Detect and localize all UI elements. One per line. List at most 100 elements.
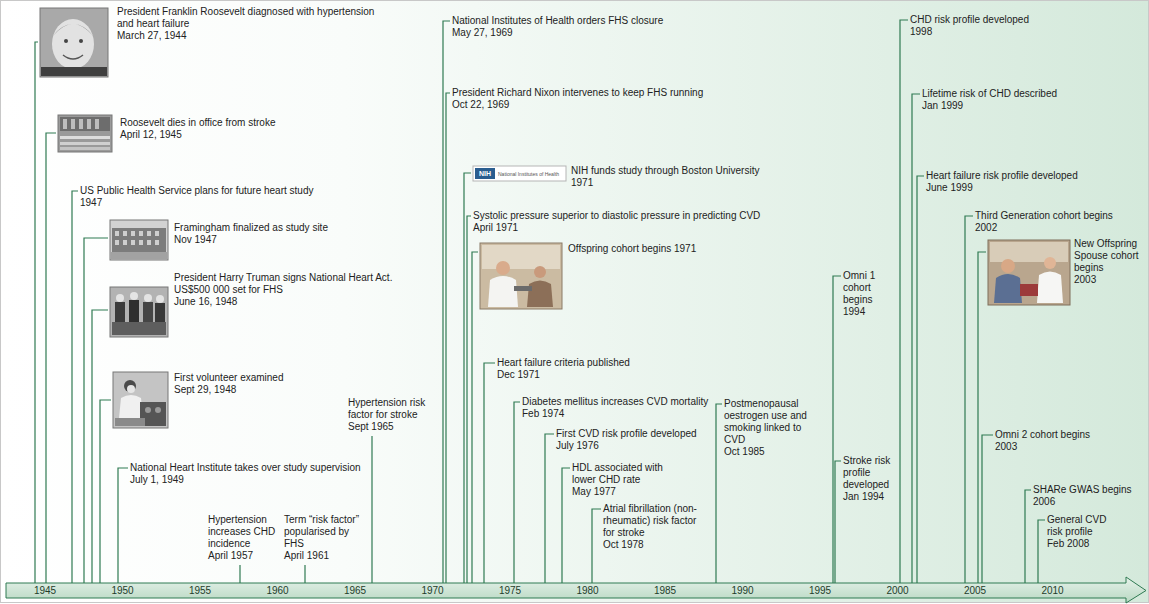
leader-line — [46, 133, 56, 583]
leader-line — [239, 565, 240, 583]
event-date: July 1976 — [556, 440, 706, 452]
event-date: July 1, 1949 — [130, 474, 370, 486]
leader-line — [100, 400, 111, 583]
event-entry: SHARe GWAS begins2006 — [1033, 484, 1143, 508]
leader-line — [1038, 520, 1045, 583]
event-entry: President Franklin Roosevelt diagnosed w… — [117, 6, 387, 42]
event-date: April 1957 — [208, 550, 278, 562]
event-text: General CVD risk profile — [1047, 514, 1119, 538]
leader-line — [965, 216, 973, 583]
event-entry: National Heart Institute takes over stud… — [130, 462, 370, 486]
signing-photo — [110, 287, 168, 337]
event-date: 1947 — [80, 197, 400, 209]
event-date: March 27, 1944 — [117, 30, 387, 42]
event-date: April 1961 — [284, 550, 364, 562]
event-entry: First CVD risk profile developedJuly 197… — [556, 428, 706, 452]
event-text: Offspring cohort begins 1971 — [568, 243, 768, 255]
nih-logo — [473, 166, 566, 181]
event-text: Hypertension increases CHD incidence — [208, 514, 278, 550]
event-date: Feb 2008 — [1047, 538, 1119, 550]
year-label: 1950 — [103, 584, 143, 597]
event-text: President Richard Nixon intervenes to ke… — [452, 87, 772, 99]
event-text: President Franklin Roosevelt diagnosed w… — [117, 6, 387, 30]
year-label: 2005 — [955, 584, 995, 597]
event-entry: New Offspring Spouse cohort begins2003 — [1074, 238, 1142, 286]
leader-line — [1025, 490, 1031, 583]
event-entry: HDL associated with lower CHD rateMay 19… — [572, 462, 668, 498]
event-text: National Heart Institute takes over stud… — [130, 462, 370, 474]
leader-line — [912, 94, 920, 583]
event-entry: Omni 2 cohort begins2003 — [995, 429, 1135, 453]
leader-line — [833, 276, 841, 583]
event-date: 2006 — [1033, 496, 1143, 508]
event-entry: First volunteer examinedSept 29, 1948 — [174, 372, 374, 396]
event-entry: Term “risk factor” popularised by FHSApr… — [284, 514, 364, 562]
event-text: Stroke risk profile developed — [843, 455, 893, 491]
event-text: First CVD risk profile developed — [556, 428, 706, 440]
leader-line — [84, 238, 108, 583]
leader-line — [982, 435, 993, 583]
event-date: Nov 1947 — [174, 234, 414, 246]
event-text: President Harry Truman signs National He… — [174, 272, 414, 296]
event-text: Omni 1 cohort begins — [843, 270, 885, 306]
event-date: May 27, 1969 — [452, 27, 752, 39]
building-photo — [110, 220, 168, 260]
leader-line — [592, 509, 601, 583]
event-text: Atrial fibrillation (non-rheumatic) risk… — [603, 503, 707, 539]
event-entry: President Richard Nixon intervenes to ke… — [452, 87, 772, 111]
year-label: 1980 — [568, 584, 608, 597]
event-entry: Framingham finalized as study siteNov 19… — [174, 222, 414, 246]
event-date: 1994 — [843, 306, 885, 318]
event-text: Postmenopausal oestrogen use and smoking… — [724, 398, 822, 446]
event-text: Diabetes mellitus increases CVD mortalit… — [522, 396, 712, 408]
event-entry: Offspring cohort begins 1971 — [568, 243, 768, 255]
event-text: CHD risk profile developed — [910, 14, 1110, 26]
spouse-cohort-photo — [988, 240, 1070, 305]
leader-line — [545, 434, 554, 583]
logo-text: National Institutes of Health — [498, 169, 564, 179]
event-entry: Hypertension risk factor for strokeSept … — [348, 397, 433, 433]
event-date: Feb 1974 — [522, 408, 712, 420]
event-entry: President Harry Truman signs National He… — [174, 272, 414, 308]
event-text: Lifetime risk of CHD described — [922, 88, 1122, 100]
event-entry: US Public Health Service plans for futur… — [80, 185, 400, 209]
year-label: 1985 — [645, 584, 685, 597]
event-date: June 16, 1948 — [174, 296, 414, 308]
leader-line — [900, 20, 908, 583]
leader-line — [443, 21, 450, 583]
event-date: Sept 29, 1948 — [174, 384, 374, 396]
event-text: New Offspring Spouse cohort begins — [1074, 238, 1142, 274]
event-text: Framingham finalized as study site — [174, 222, 414, 234]
year-label: 1965 — [335, 584, 375, 597]
year-label: 1970 — [413, 584, 453, 597]
leader-line — [464, 173, 471, 583]
event-text: SHARe GWAS begins — [1033, 484, 1143, 496]
event-date: Dec 1971 — [497, 369, 697, 381]
roosevelt-photo — [40, 8, 108, 77]
leader-line — [371, 436, 372, 583]
year-label: 1960 — [258, 584, 298, 597]
event-entry: Third Generation cohort begins2002 — [975, 210, 1135, 234]
event-date: Oct 1978 — [603, 539, 707, 551]
event-entry: CHD risk profile developed1998 — [910, 14, 1110, 38]
year-label: 1945 — [25, 584, 65, 597]
event-date: 2002 — [975, 222, 1135, 234]
event-entry: Systolic pressure superior to diastolic … — [473, 210, 823, 234]
leader-line — [446, 93, 450, 583]
leader-line — [917, 176, 924, 583]
event-date: Jan 1994 — [843, 491, 893, 503]
event-text: Omni 2 cohort begins — [995, 429, 1135, 441]
event-entry: Stroke risk profile developedJan 1994 — [843, 455, 893, 503]
leader-line — [514, 402, 520, 583]
event-entry: Roosevelt dies in office from strokeApri… — [120, 117, 360, 141]
event-entry: Postmenopausal oestrogen use and smoking… — [724, 398, 822, 458]
event-text: Heart failure criteria published — [497, 357, 697, 369]
year-label: 2010 — [1033, 584, 1073, 597]
event-text: Term “risk factor” popularised by FHS — [284, 514, 364, 550]
event-date: 1998 — [910, 26, 1110, 38]
event-date: 2003 — [1074, 274, 1142, 286]
leader-line — [72, 191, 78, 583]
event-entry: Omni 1 cohort begins1994 — [843, 270, 885, 318]
year-label: 1955 — [180, 584, 220, 597]
event-text: National Institutes of Health orders FHS… — [452, 15, 752, 27]
